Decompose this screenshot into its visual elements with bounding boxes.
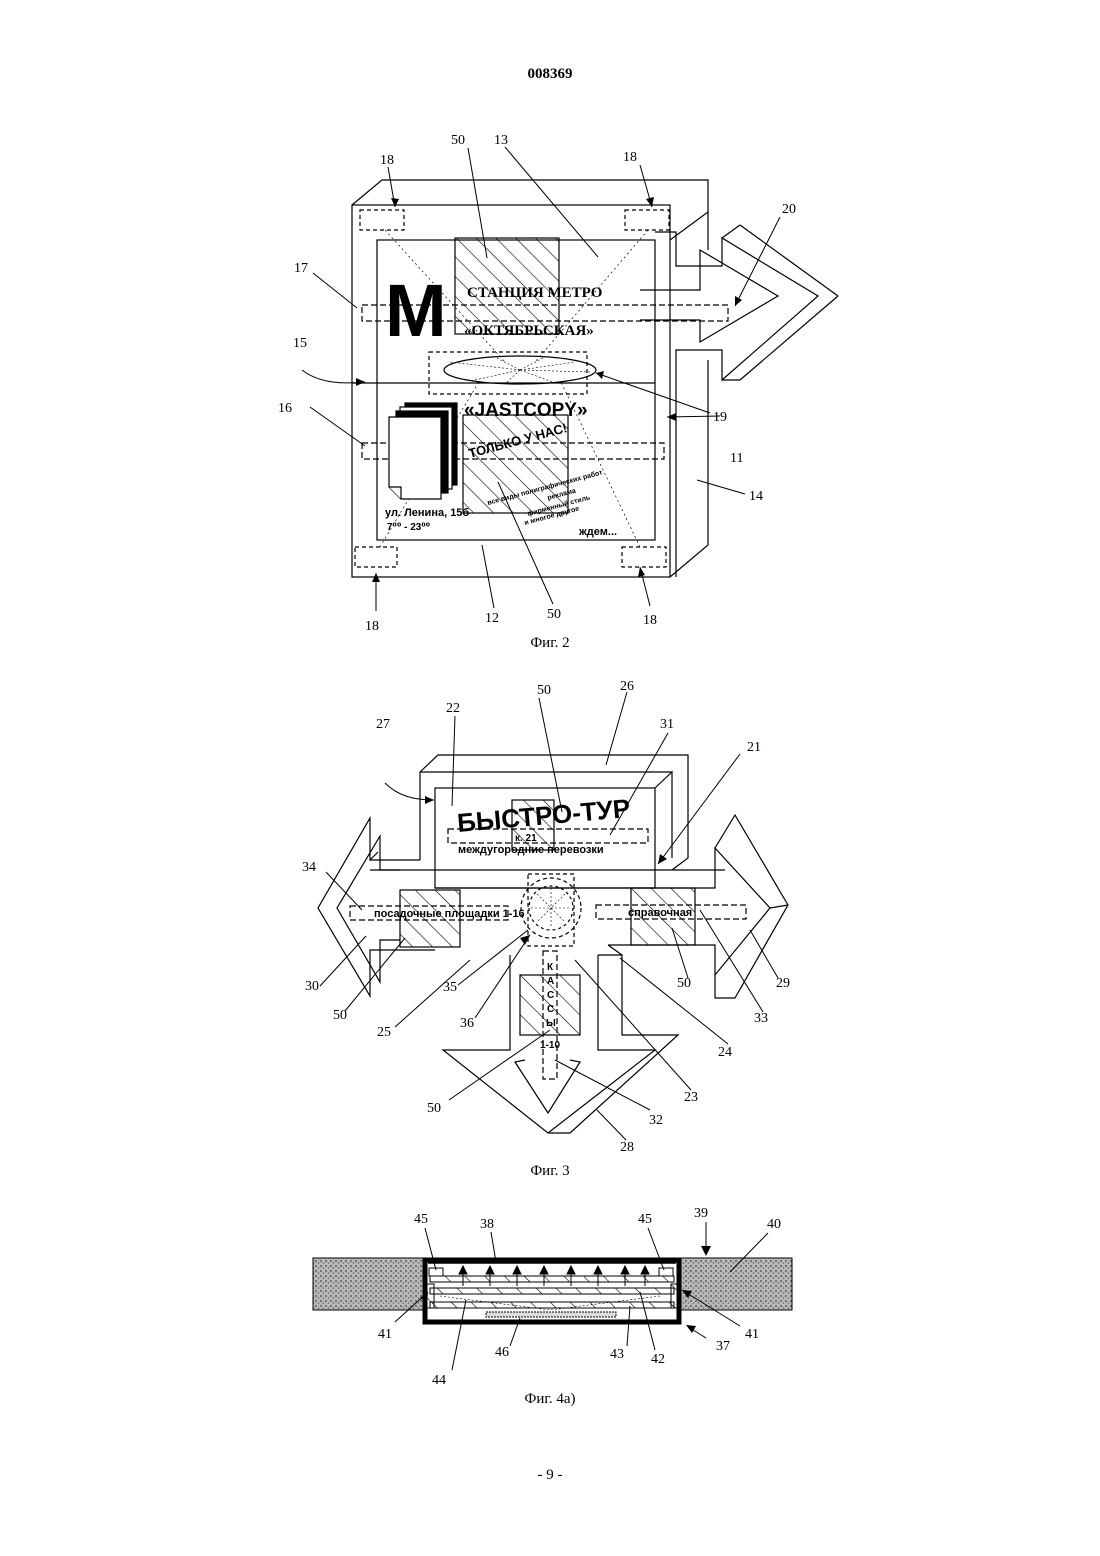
svg-text:18: 18 (380, 153, 394, 168)
svg-text:44: 44 (432, 1373, 446, 1388)
svg-text:32: 32 (649, 1113, 663, 1128)
fig4-layer-top (430, 1276, 674, 1282)
svg-text:43: 43 (610, 1347, 624, 1362)
svg-text:45: 45 (414, 1212, 428, 1227)
fig3-room: к. 21 (515, 833, 537, 844)
svg-text:11: 11 (730, 451, 743, 466)
fig3-intercity: междугородние перевозки (458, 844, 604, 856)
svg-text:21: 21 (747, 740, 761, 755)
svg-text:20: 20 (782, 202, 796, 217)
fig2-caption: Фиг. 2 (0, 635, 1100, 652)
svg-text:14: 14 (749, 489, 763, 504)
svg-text:18: 18 (365, 619, 379, 634)
svg-text:К: К (547, 962, 554, 973)
svg-text:38: 38 (480, 1217, 494, 1232)
svg-text:37: 37 (716, 1339, 730, 1354)
fig2-hours: 7⁰⁰ - 23⁰⁰ (387, 522, 430, 533)
svg-text:Ы: Ы (546, 1018, 556, 1029)
svg-text:39: 39 (694, 1206, 708, 1221)
svg-text:18: 18 (623, 150, 637, 165)
svg-text:50: 50 (333, 1008, 347, 1023)
fig2-arrow-outer (655, 232, 818, 577)
fig4-lamp (486, 1312, 616, 1317)
svg-text:31: 31 (660, 717, 674, 732)
svg-text:23: 23 (684, 1090, 698, 1105)
svg-text:17: 17 (294, 261, 308, 276)
fig4-caption: Фиг. 4а) (0, 1391, 1100, 1408)
svg-text:41: 41 (745, 1327, 759, 1342)
fig2-station-line2: «ОКТЯБРЬСКАЯ» (464, 323, 594, 339)
fig3-info: справочная (628, 907, 692, 919)
svg-text:30: 30 (305, 979, 319, 994)
svg-text:50: 50 (427, 1101, 441, 1116)
fig2-metro-logo: М (385, 269, 447, 352)
svg-text:26: 26 (620, 679, 634, 694)
fig2-wait: ждем... (578, 526, 617, 538)
svg-text:34: 34 (302, 860, 316, 875)
fig2-station-line1: СТАНЦИЯ МЕТРО (467, 285, 602, 301)
fig3-platforms: посадочные площадки 1-16 (374, 908, 525, 920)
svg-text:46: 46 (495, 1345, 509, 1360)
svg-text:15: 15 (293, 336, 307, 351)
svg-text:45: 45 (638, 1212, 652, 1227)
svg-text:50: 50 (677, 976, 691, 991)
svg-text:41: 41 (378, 1327, 392, 1342)
svg-text:42: 42 (651, 1352, 665, 1367)
svg-text:А: А (547, 976, 554, 987)
svg-text:28: 28 (620, 1140, 634, 1155)
fig4-ground-left (313, 1258, 423, 1310)
fig2-corner-box (622, 547, 666, 567)
svg-text:40: 40 (767, 1217, 781, 1232)
fig3-caption: Фиг. 3 (0, 1163, 1100, 1180)
svg-text:25: 25 (377, 1025, 391, 1040)
svg-text:27: 27 (376, 717, 390, 732)
fig3-kassa-range: 1-10 (540, 1040, 560, 1051)
svg-text:С: С (547, 1004, 554, 1015)
fig2-corner-box (355, 547, 397, 567)
svg-text:50: 50 (451, 133, 465, 148)
fig4-layer-middle (430, 1288, 674, 1294)
svg-text:18: 18 (643, 613, 657, 628)
svg-text:С: С (547, 990, 554, 1001)
svg-text:35: 35 (443, 980, 457, 995)
svg-text:13: 13 (494, 133, 508, 148)
svg-text:50: 50 (537, 683, 551, 698)
fig2-arrow-inner (640, 250, 778, 342)
svg-text:33: 33 (754, 1011, 768, 1026)
svg-text:16: 16 (278, 401, 292, 416)
fig2-brand: «JASTCOPY» (464, 400, 588, 421)
svg-text:50: 50 (547, 607, 561, 622)
svg-text:19: 19 (713, 410, 727, 425)
svg-text:24: 24 (718, 1045, 732, 1060)
fig2-documents-icon (389, 403, 457, 499)
svg-text:12: 12 (485, 611, 499, 626)
svg-text:22: 22 (446, 701, 460, 716)
svg-text:36: 36 (460, 1016, 474, 1031)
fig2-corner-box (625, 210, 669, 230)
fig2-corner-box (360, 210, 404, 230)
page-number: - 9 - (0, 1467, 1100, 1484)
svg-text:29: 29 (776, 976, 790, 991)
figure-2 (302, 147, 838, 611)
fig4-layer-bottom (430, 1302, 674, 1308)
fig2-address: ул. Ленина, 15б (385, 507, 469, 519)
